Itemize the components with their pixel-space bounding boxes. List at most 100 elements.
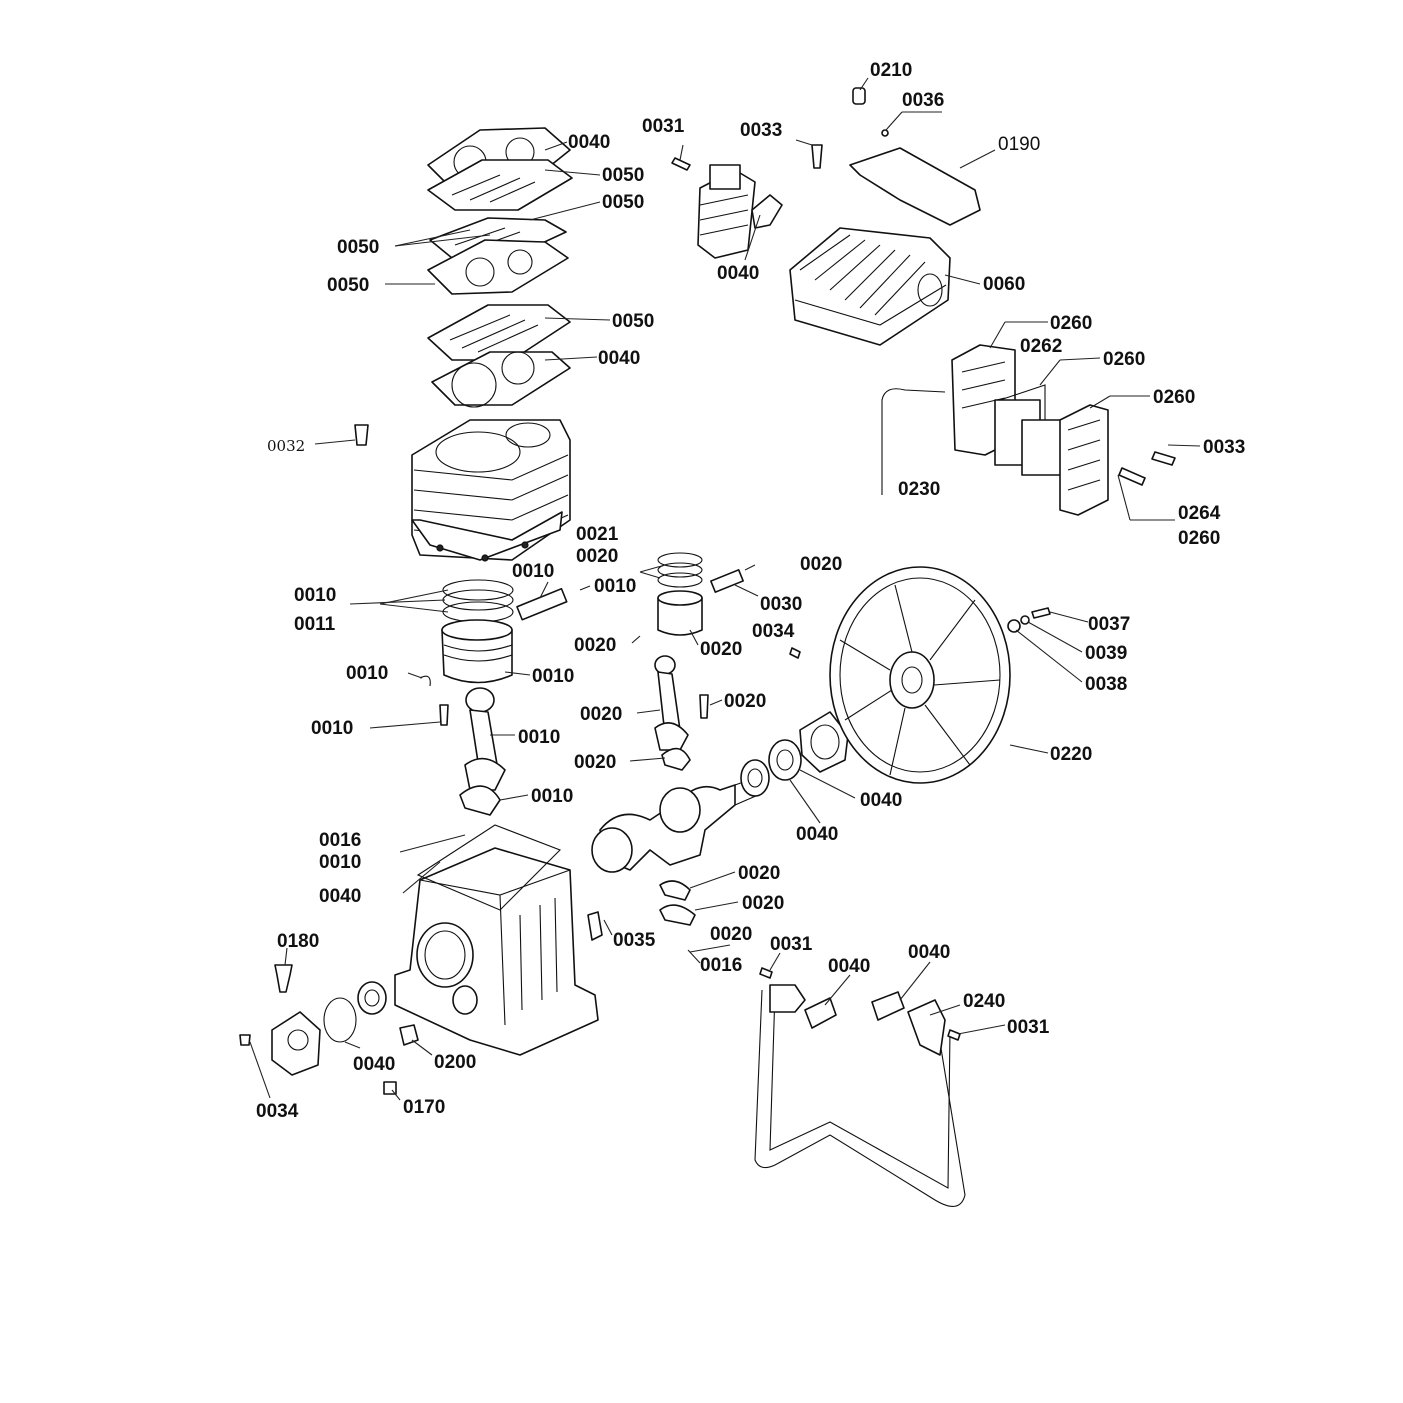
label-0040: 0040 xyxy=(319,886,361,907)
label-0035: 0035 xyxy=(613,930,656,951)
label-0010: 0010 xyxy=(512,561,554,582)
crankcase xyxy=(394,847,599,1056)
label-0050: 0050 xyxy=(602,165,644,186)
screw-0036 xyxy=(881,129,889,137)
piston-pin-small xyxy=(710,569,744,593)
leader-lines xyxy=(249,77,1201,1101)
crank-bearing-half xyxy=(659,880,691,901)
label-0011: 0011 xyxy=(294,614,336,635)
label-0040: 0040 xyxy=(908,942,950,963)
breather-tube xyxy=(881,388,946,495)
rod-cap-small xyxy=(661,747,691,771)
cylinder-head xyxy=(789,227,951,346)
bolt-0037 xyxy=(1031,607,1051,619)
label-0210: 0210 xyxy=(870,60,912,81)
label-0016: 0016 xyxy=(319,830,361,851)
rod-bolt-2 xyxy=(699,694,709,719)
piston-pin-large xyxy=(516,587,568,621)
label-0036: 0036 xyxy=(902,90,944,111)
air-filter-assembly xyxy=(951,344,1109,516)
label-0050: 0050 xyxy=(337,237,379,258)
rod-cap-large xyxy=(459,785,501,816)
bracket-0035 xyxy=(587,911,603,941)
label-0020: 0020 xyxy=(742,893,784,914)
bearing-seal xyxy=(768,739,802,781)
bolt-0031-right xyxy=(947,1029,961,1041)
label-0020: 0020 xyxy=(700,639,742,660)
valve-gasket-stack xyxy=(427,127,573,408)
label-0040: 0040 xyxy=(860,790,902,811)
washer-0039 xyxy=(1020,615,1030,625)
label-0030: 0030 xyxy=(760,594,802,615)
label-0010: 0010 xyxy=(319,852,361,873)
label-0040: 0040 xyxy=(828,956,870,977)
label-0020: 0020 xyxy=(738,863,780,884)
circlip xyxy=(419,675,431,687)
valve-cage xyxy=(697,164,756,259)
label-0020: 0020 xyxy=(576,546,618,567)
label-0033: 0033 xyxy=(740,120,782,141)
connecting-rod-large xyxy=(464,687,506,791)
flange-gasket xyxy=(804,997,837,1029)
label-0021: 0021 xyxy=(576,524,619,545)
label-0220: 0220 xyxy=(1050,744,1092,765)
label-0040: 0040 xyxy=(717,263,759,284)
bolt-0210 xyxy=(852,87,866,105)
flywheel xyxy=(829,566,1011,784)
label-0260: 0260 xyxy=(1178,528,1220,549)
crankcase-gasket xyxy=(416,824,561,911)
crankshaft xyxy=(591,777,759,873)
label-0010: 0010 xyxy=(346,663,388,684)
label-0050: 0050 xyxy=(602,192,644,213)
label-0033: 0033 xyxy=(1203,437,1245,458)
label-0020: 0020 xyxy=(574,635,616,656)
screw-0031-top xyxy=(671,157,691,171)
label-0260: 0260 xyxy=(1153,387,1195,408)
label-0010: 0010 xyxy=(311,718,353,739)
cylinder-block xyxy=(411,419,571,562)
label-0031: 0031 xyxy=(1007,1017,1050,1038)
label-0262: 0262 xyxy=(1020,336,1062,357)
label-0260: 0260 xyxy=(1103,349,1145,370)
label-0020: 0020 xyxy=(724,691,766,712)
screw-0034-right xyxy=(789,647,801,659)
label-0016: 0016 xyxy=(700,955,742,976)
label-0200: 0200 xyxy=(434,1052,476,1073)
bolt-0033-top xyxy=(811,144,823,169)
washer-0038 xyxy=(1007,619,1021,633)
label-0264: 0264 xyxy=(1178,503,1221,524)
label-0034: 0034 xyxy=(256,1101,299,1122)
label-0020: 0020 xyxy=(580,704,622,725)
label-0010: 0010 xyxy=(294,585,336,606)
label-0240: 0240 xyxy=(963,991,1005,1012)
label-0260: 0260 xyxy=(1050,313,1092,334)
label-0020: 0020 xyxy=(800,554,842,575)
flange-gasket-2 xyxy=(871,991,905,1021)
end-cover xyxy=(271,1011,321,1076)
connecting-rod-small xyxy=(654,655,689,751)
label-0050: 0050 xyxy=(612,311,654,332)
label-0040: 0040 xyxy=(568,132,610,153)
crank-bearing-half-2 xyxy=(659,904,696,926)
oil-seal xyxy=(357,981,387,1015)
oil-plug-0200 xyxy=(399,1024,419,1046)
part-labels: 0210 0036 0031 0033 0190 0040 0050 0050 … xyxy=(256,60,1245,1122)
label-0060: 0060 xyxy=(983,274,1025,295)
bearing-housing xyxy=(799,711,849,773)
label-0020: 0020 xyxy=(710,924,752,945)
label-0010: 0010 xyxy=(594,576,636,597)
transfer-tube xyxy=(754,984,966,1207)
piston-large xyxy=(441,619,513,684)
label-0037: 0037 xyxy=(1088,614,1130,635)
rod-bolt xyxy=(439,704,449,726)
piston-small xyxy=(657,552,703,636)
label-0031: 0031 xyxy=(770,934,813,955)
label-0040: 0040 xyxy=(353,1054,395,1075)
label-0010: 0010 xyxy=(518,727,560,748)
label-0230: 0230 xyxy=(898,479,940,500)
label-0020: 0020 xyxy=(574,752,616,773)
bolt-0032 xyxy=(354,424,369,446)
oil-plug-0180 xyxy=(274,964,293,993)
